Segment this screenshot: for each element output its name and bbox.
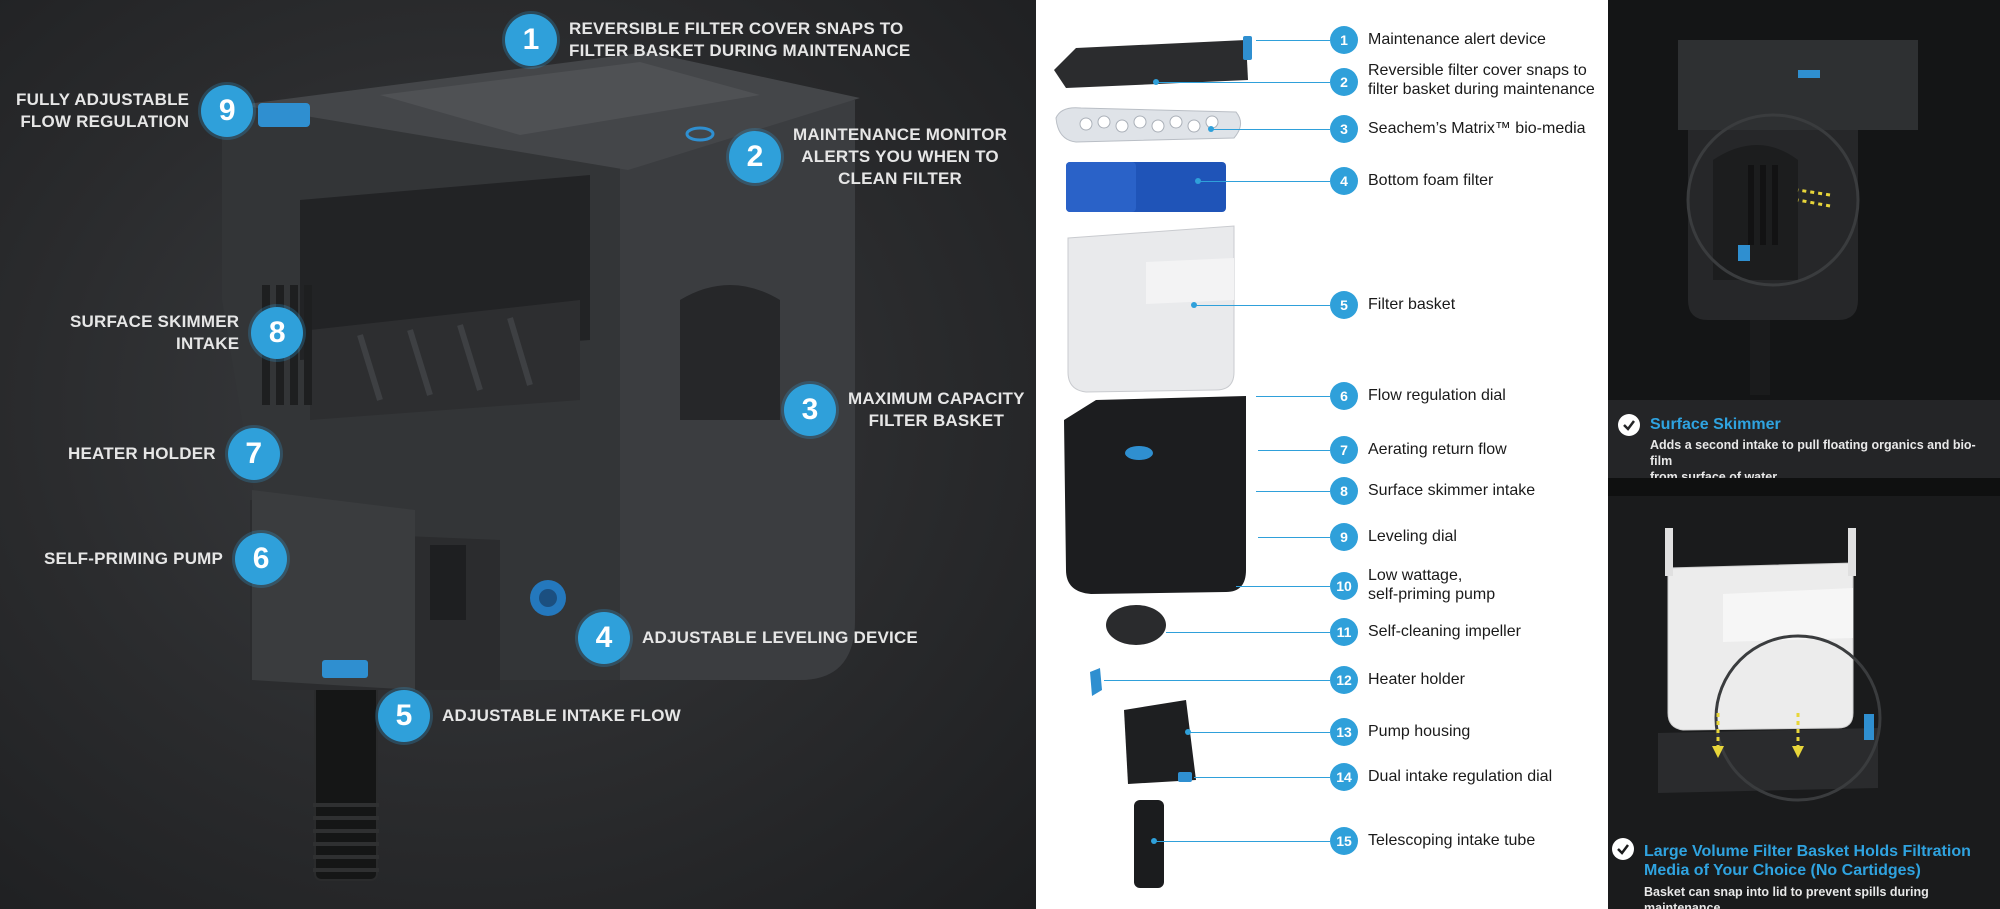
part-label: Leveling dial xyxy=(1368,528,1457,545)
feature-title: Large Volume Filter Basket Holds Filtrat… xyxy=(1644,843,1971,879)
callout-3: 3 MAXIMUM CAPACITY FILTER BASKET xyxy=(784,384,1025,436)
leader-line xyxy=(1188,732,1330,733)
part-label: Heater holder xyxy=(1368,671,1465,688)
callout-number: 4 xyxy=(578,612,630,664)
part-number: 2 xyxy=(1330,68,1358,96)
leader-line xyxy=(1256,40,1330,41)
callout-6: SELF-PRIMING PUMP 6 xyxy=(44,533,288,585)
callout-label: HEATER HOLDER xyxy=(68,444,216,463)
part-label: Surface skimmer intake xyxy=(1368,482,1536,499)
check-icon xyxy=(1618,414,1640,436)
part-number: 15 xyxy=(1330,827,1358,855)
part-number: 5 xyxy=(1330,291,1358,319)
leader-line xyxy=(1258,537,1330,538)
exploded-parts-view: 1 Maintenance alert device 2 Reversible … xyxy=(1036,0,1608,909)
part-number: 10 xyxy=(1330,572,1358,600)
part-label: Aerating return flow xyxy=(1368,441,1507,458)
filter-basket-photo xyxy=(1608,478,2000,831)
part-number: 4 xyxy=(1330,167,1358,195)
callout-label: MAINTENANCE MONITOR ALERTS YOU WHEN TO C… xyxy=(793,125,1008,188)
feature-caption-bg xyxy=(1608,831,2000,909)
callout-label: SELF-PRIMING PUMP xyxy=(44,549,224,568)
leader-line xyxy=(1156,82,1330,83)
part-label: Bottom foam filter xyxy=(1368,172,1494,189)
feature-description: Adds a second intake to pull floating or… xyxy=(1650,438,1976,484)
leader-dot xyxy=(1151,838,1157,844)
part-number: 3 xyxy=(1330,115,1358,143)
leader-line xyxy=(1256,396,1330,397)
part-label: Seachem’s Matrix™ bio-media xyxy=(1368,120,1586,137)
leader-dot xyxy=(1208,126,1214,132)
feature-title: Surface Skimmer xyxy=(1650,416,1781,433)
surface-skimmer-photo xyxy=(1608,0,2000,400)
part-number: 12 xyxy=(1330,666,1358,694)
callout-label: ADJUSTABLE INTAKE FLOW xyxy=(442,706,681,725)
callout-number: 3 xyxy=(784,384,836,436)
part-number: 1 xyxy=(1330,26,1358,54)
part-label: Maintenance alert device xyxy=(1368,31,1546,48)
part-label: Dual intake regulation dial xyxy=(1368,768,1553,785)
leader-line xyxy=(1236,586,1330,587)
callout-label: ADJUSTABLE LEVELING DEVICE xyxy=(642,628,918,647)
feature-description: Basket can snap into lid to prevent spil… xyxy=(1644,885,1929,909)
leader-dot xyxy=(1185,729,1191,735)
callout-label: FULLY ADJUSTABLE FLOW REGULATION xyxy=(16,90,190,131)
callout-2: 2 MAINTENANCE MONITOR ALERTS YOU WHEN TO… xyxy=(729,124,1007,190)
part-number: 8 xyxy=(1330,477,1358,505)
callout-number: 2 xyxy=(729,131,781,183)
product-annotated-view: 1 REVERSIBLE FILTER COVER SNAPS TO FILTE… xyxy=(0,0,1036,909)
leader-line xyxy=(1104,680,1330,681)
leader-line xyxy=(1194,777,1330,778)
leader-line xyxy=(1258,450,1330,451)
part-label: Low wattage, self-priming pump xyxy=(1368,567,1496,603)
callout-7: HEATER HOLDER 7 xyxy=(68,428,280,480)
callout-9: FULLY ADJUSTABLE FLOW REGULATION 9 xyxy=(16,85,254,137)
callout-number: 5 xyxy=(378,690,430,742)
part-label: Telescoping intake tube xyxy=(1368,832,1536,849)
leader-dot xyxy=(1195,178,1201,184)
exploded-parts-illustration xyxy=(1054,36,1252,888)
leader-line xyxy=(1154,841,1330,842)
callout-5: 5 ADJUSTABLE INTAKE FLOW xyxy=(378,690,681,742)
leader-line xyxy=(1211,129,1330,130)
callout-label: MAXIMUM CAPACITY FILTER BASKET xyxy=(848,389,1025,430)
callout-4: 4 ADJUSTABLE LEVELING DEVICE xyxy=(578,612,918,664)
part-label: Flow regulation dial xyxy=(1368,387,1506,404)
leader-line xyxy=(1194,305,1330,306)
leader-line xyxy=(1166,632,1330,633)
part-number: 6 xyxy=(1330,382,1358,410)
part-number: 14 xyxy=(1330,763,1358,791)
check-icon xyxy=(1612,838,1634,860)
callout-number: 9 xyxy=(201,85,254,137)
part-number: 9 xyxy=(1330,523,1358,551)
callout-label: REVERSIBLE FILTER COVER SNAPS TO FILTER … xyxy=(569,19,911,60)
part-number: 11 xyxy=(1330,618,1358,646)
callout-1: 1 REVERSIBLE FILTER COVER SNAPS TO FILTE… xyxy=(505,14,910,66)
part-label: Reversible filter cover snaps to filter … xyxy=(1368,62,1595,98)
callout-number: 1 xyxy=(505,14,557,66)
leader-dot xyxy=(1191,302,1197,308)
part-label: Pump housing xyxy=(1368,723,1471,740)
feature-caption-bg xyxy=(1608,400,2000,478)
part-label: Self-cleaning impeller xyxy=(1368,623,1521,640)
callout-label: SURFACE SKIMMER INTAKE xyxy=(70,312,240,353)
part-number: 7 xyxy=(1330,436,1358,464)
part-number: 13 xyxy=(1330,718,1358,746)
leader-dot xyxy=(1153,79,1159,85)
leader-line xyxy=(1256,491,1330,492)
feature-highlights: Surface Skimmer Adds a second intake to … xyxy=(1608,0,2000,909)
filter-illustration xyxy=(222,52,860,881)
callout-number: 6 xyxy=(235,533,288,585)
callout-8: SURFACE SKIMMER INTAKE 8 xyxy=(70,307,304,359)
callout-number: 7 xyxy=(227,428,280,480)
callout-number: 8 xyxy=(251,307,304,359)
part-label: Filter basket xyxy=(1368,296,1456,313)
leader-line xyxy=(1198,181,1330,182)
